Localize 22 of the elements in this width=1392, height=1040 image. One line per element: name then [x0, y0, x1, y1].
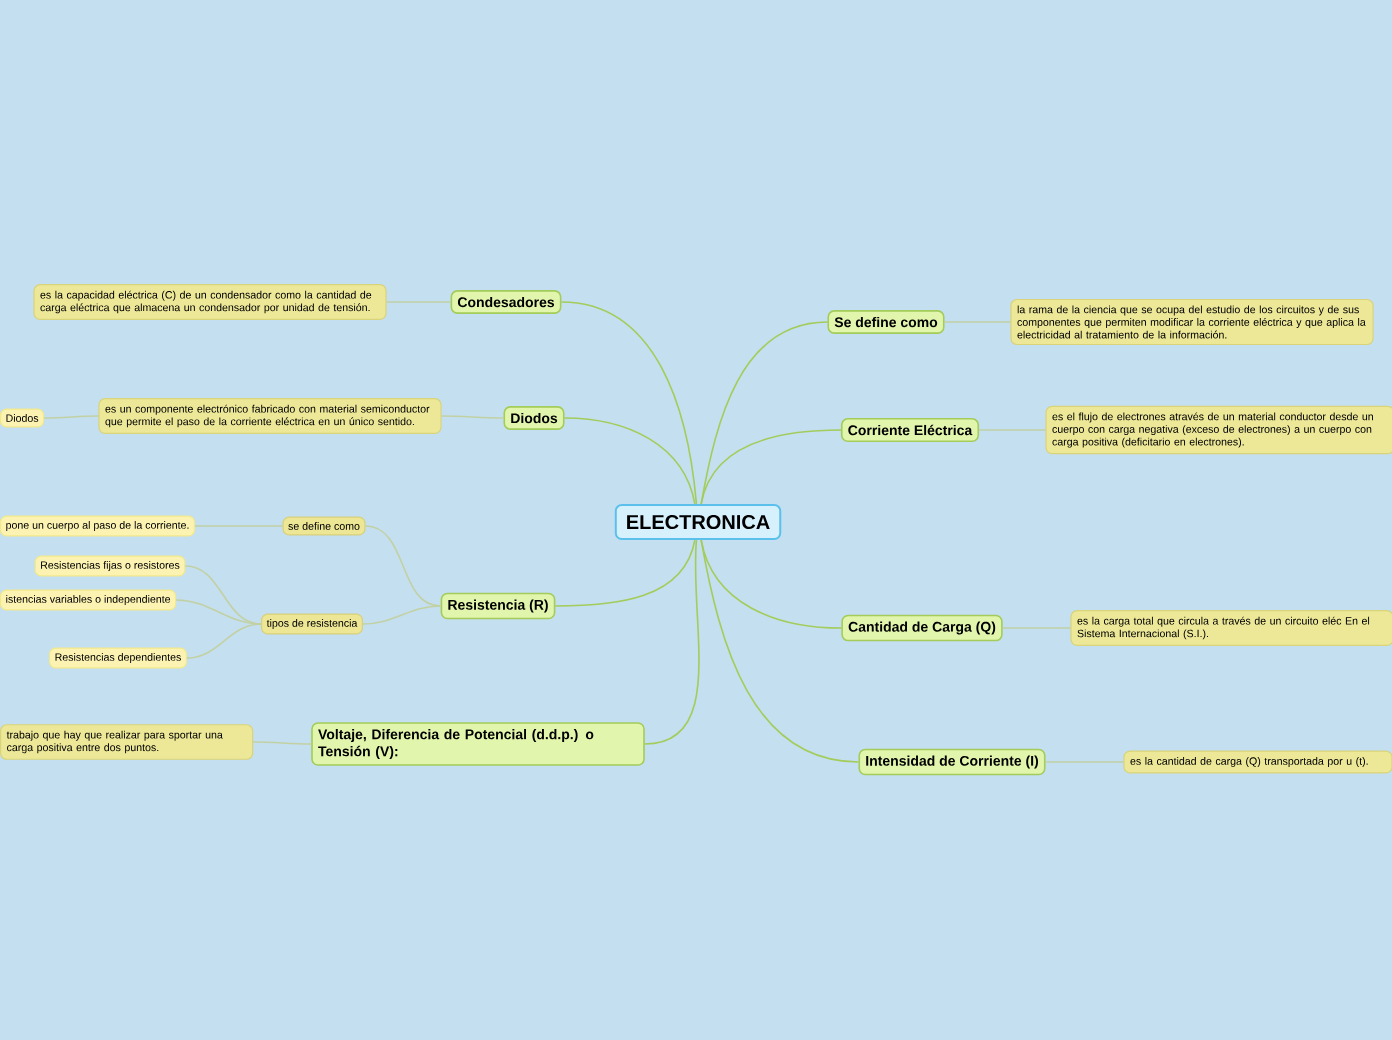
- connector: [362, 605, 442, 625]
- connector: [700, 539, 860, 763]
- connector: [186, 623, 262, 659]
- connector: [1001, 627, 1072, 629]
- connector: [1044, 761, 1125, 763]
- connector: [194, 525, 284, 527]
- connector: [554, 539, 696, 607]
- connector: [700, 539, 843, 629]
- connector: [560, 301, 698, 505]
- connector: [700, 321, 829, 505]
- connector: [440, 415, 505, 419]
- connector: [43, 415, 100, 419]
- connector: [364, 525, 442, 607]
- connector: [175, 599, 262, 625]
- central-topic-box: ELECTRONICA: [614, 503, 782, 541]
- connector: [978, 429, 1047, 431]
- connector: [563, 417, 696, 505]
- connector: [644, 539, 700, 745]
- connector: [385, 301, 452, 303]
- connector: [943, 321, 1012, 323]
- connector: [252, 741, 312, 745]
- connector: [700, 429, 842, 505]
